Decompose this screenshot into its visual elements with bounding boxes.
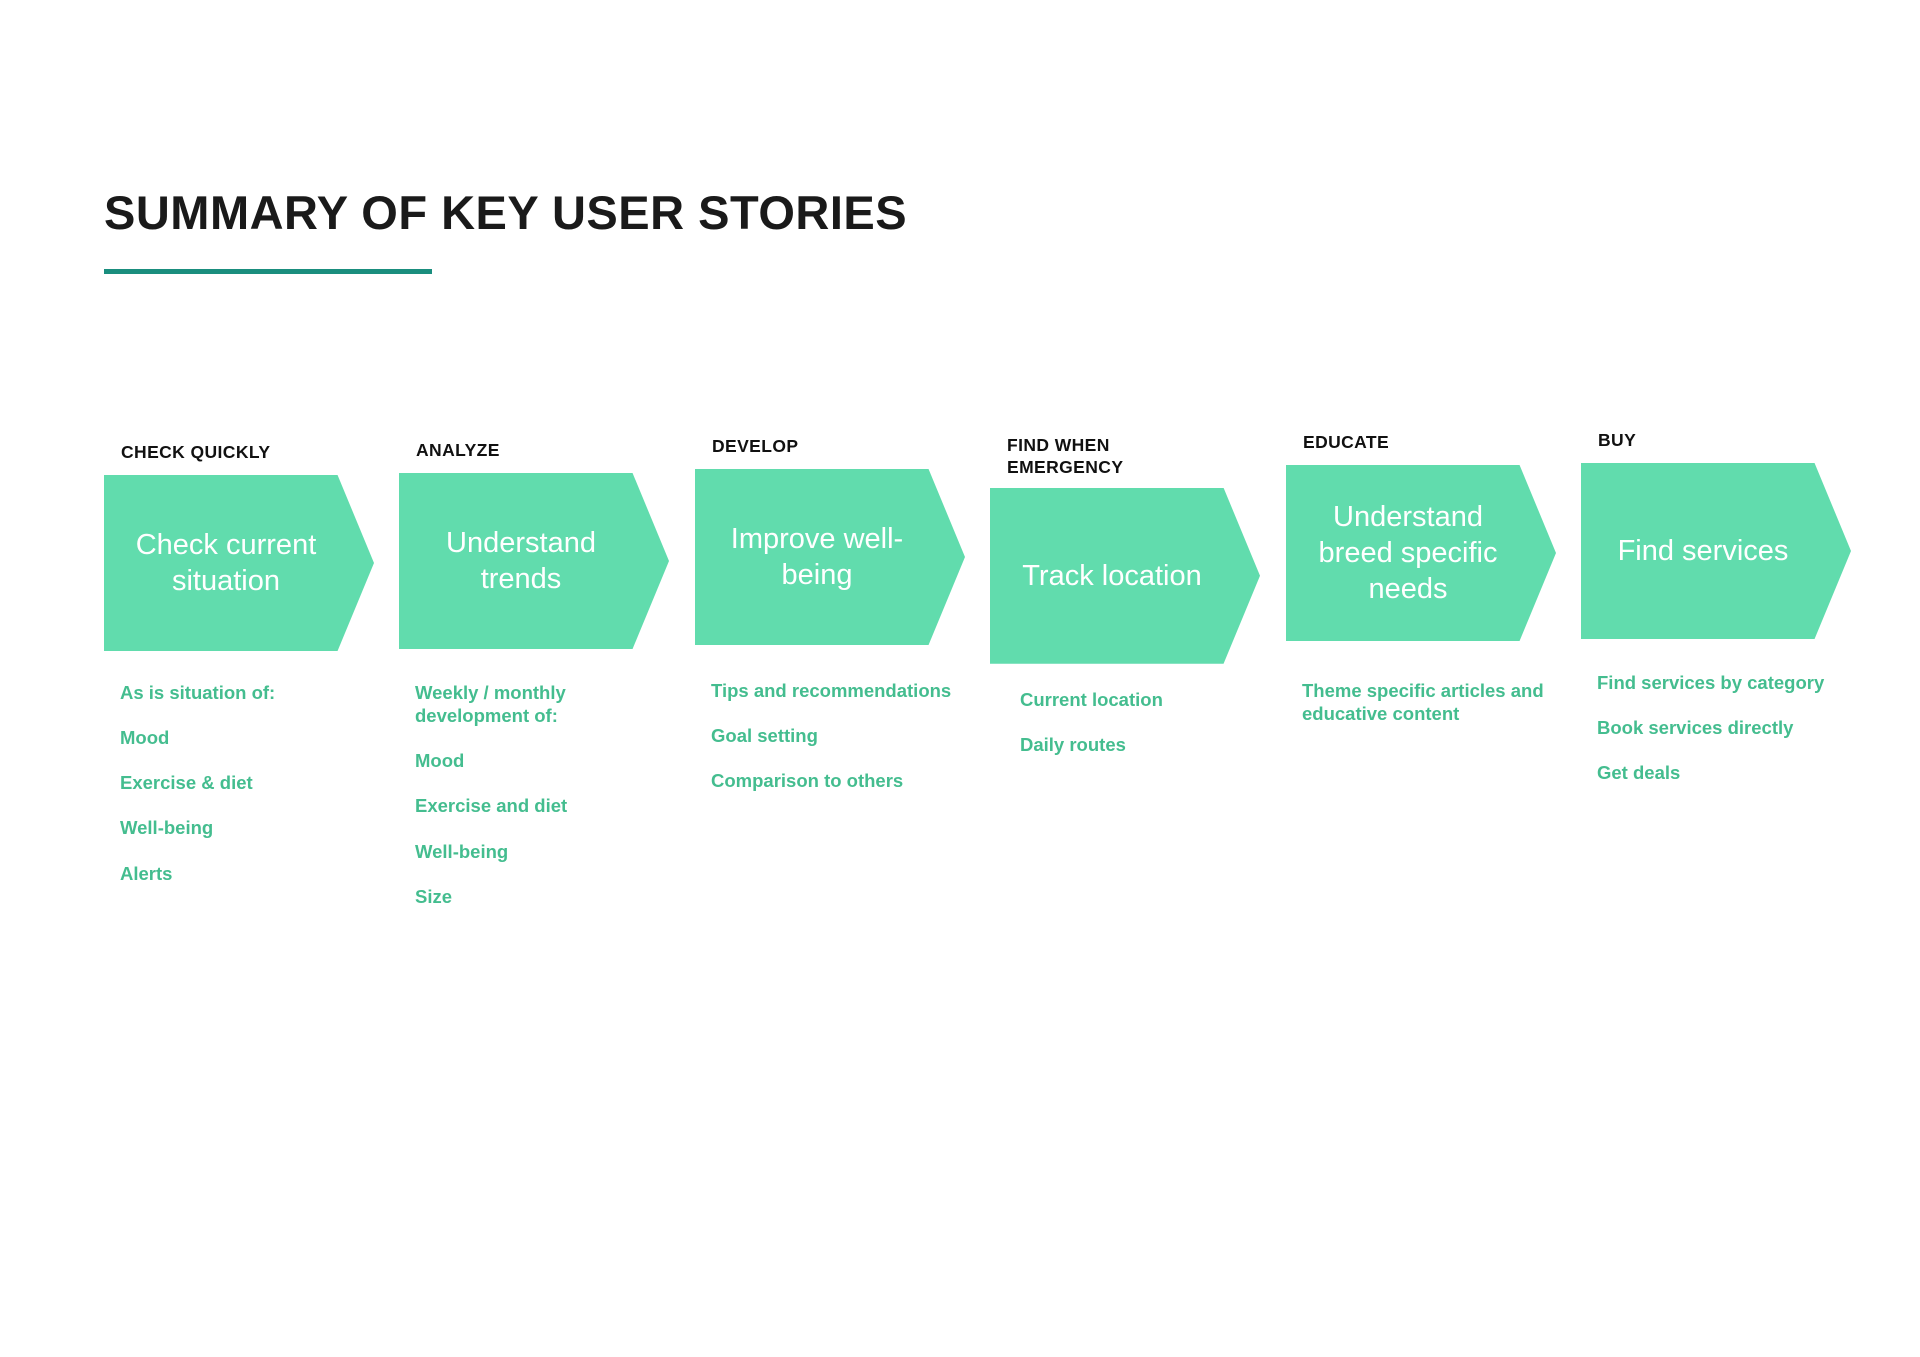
list-item: Goal setting [711, 725, 818, 747]
list-item: Find services by category [1597, 672, 1825, 693]
stage-arrow-label: Find services [1617, 534, 1789, 567]
list-item: Alerts [120, 862, 173, 884]
stage-bullet-list: As is situation of: Mood Exercise & diet… [120, 681, 370, 885]
stage-analyze: ANALYZE Understand trends Weekly / month… [399, 440, 671, 908]
user-stories-flow: CHECK QUICKLY Check current situation As… [104, 430, 1894, 960]
stage-educate: EDUCATE Understand breed specific needs … [1286, 432, 1558, 725]
stage-header: EDUCATE [1303, 432, 1390, 452]
list-item: Theme specific articles and educative co… [1302, 680, 1544, 725]
stage-header: DEVELOP [712, 436, 799, 456]
stage-arrow[interactable]: Understand trends [399, 473, 669, 649]
stage-arrow-label: Understand trends [446, 526, 596, 595]
list-item: Mood [415, 750, 465, 772]
stage-arrow[interactable]: Check current situation [104, 475, 374, 651]
stage-bullet-list: Theme specific articles and educative co… [1302, 679, 1552, 725]
list-item: Exercise & diet [120, 772, 253, 794]
stage-arrow-label: Understand breed specific needs [1318, 500, 1498, 606]
stage-bullet-list: Weekly / monthly development of: Mood Ex… [415, 681, 665, 908]
list-item: As is situation of: [120, 682, 276, 703]
title-block: SUMMARY OF KEY USER STORIES [104, 186, 908, 274]
list-item: Get deals [1597, 762, 1681, 784]
list-item: Comparison to others [711, 770, 904, 792]
stage-bullet-list: Current location Daily routes [1020, 688, 1270, 756]
stage-header: FIND WHEN EMERGENCY [1007, 435, 1124, 477]
stage-arrow[interactable]: Understand breed specific needs [1286, 465, 1556, 641]
stage-header: ANALYZE [416, 440, 500, 460]
list-item: Exercise and diet [415, 795, 568, 817]
stage-arrow[interactable]: Improve well-being [695, 469, 965, 645]
stage-bullet-list: Find services by category Book services … [1597, 671, 1847, 784]
stage-check-quickly: CHECK QUICKLY Check current situation As… [104, 442, 376, 885]
stage-arrow-label: Check current situation [135, 528, 317, 597]
stage-bullet-list: Tips and recommendations Goal setting Co… [711, 679, 961, 792]
title-underline-rule [104, 268, 432, 274]
stage-buy: BUY Find services Find services by categ… [1581, 430, 1853, 784]
list-item: Weekly / monthly development of: [415, 682, 566, 727]
list-item: Well-being [415, 840, 509, 862]
list-item: Book services directly [1597, 717, 1794, 739]
stage-header: BUY [1598, 430, 1637, 450]
page-title: SUMMARY OF KEY USER STORIES [104, 186, 908, 239]
list-item: Current location [1020, 688, 1163, 710]
stage-arrow[interactable]: Find services [1581, 463, 1851, 639]
list-item: Daily routes [1020, 733, 1126, 755]
list-item: Tips and recommendations [711, 680, 952, 701]
stage-header: CHECK QUICKLY [121, 442, 271, 462]
list-item: Well-being [120, 817, 214, 839]
stage-find-when-emergency: FIND WHEN EMERGENCY Track location Curre… [990, 435, 1262, 756]
stage-arrow[interactable]: Track location [990, 487, 1260, 664]
list-item: Mood [120, 727, 170, 749]
list-item: Size [415, 885, 453, 907]
stage-arrow-label: Track location [1022, 559, 1202, 592]
stage-develop: DEVELOP Improve well-being Tips and reco… [695, 436, 967, 792]
stage-arrow-label: Improve well-being [730, 522, 904, 591]
